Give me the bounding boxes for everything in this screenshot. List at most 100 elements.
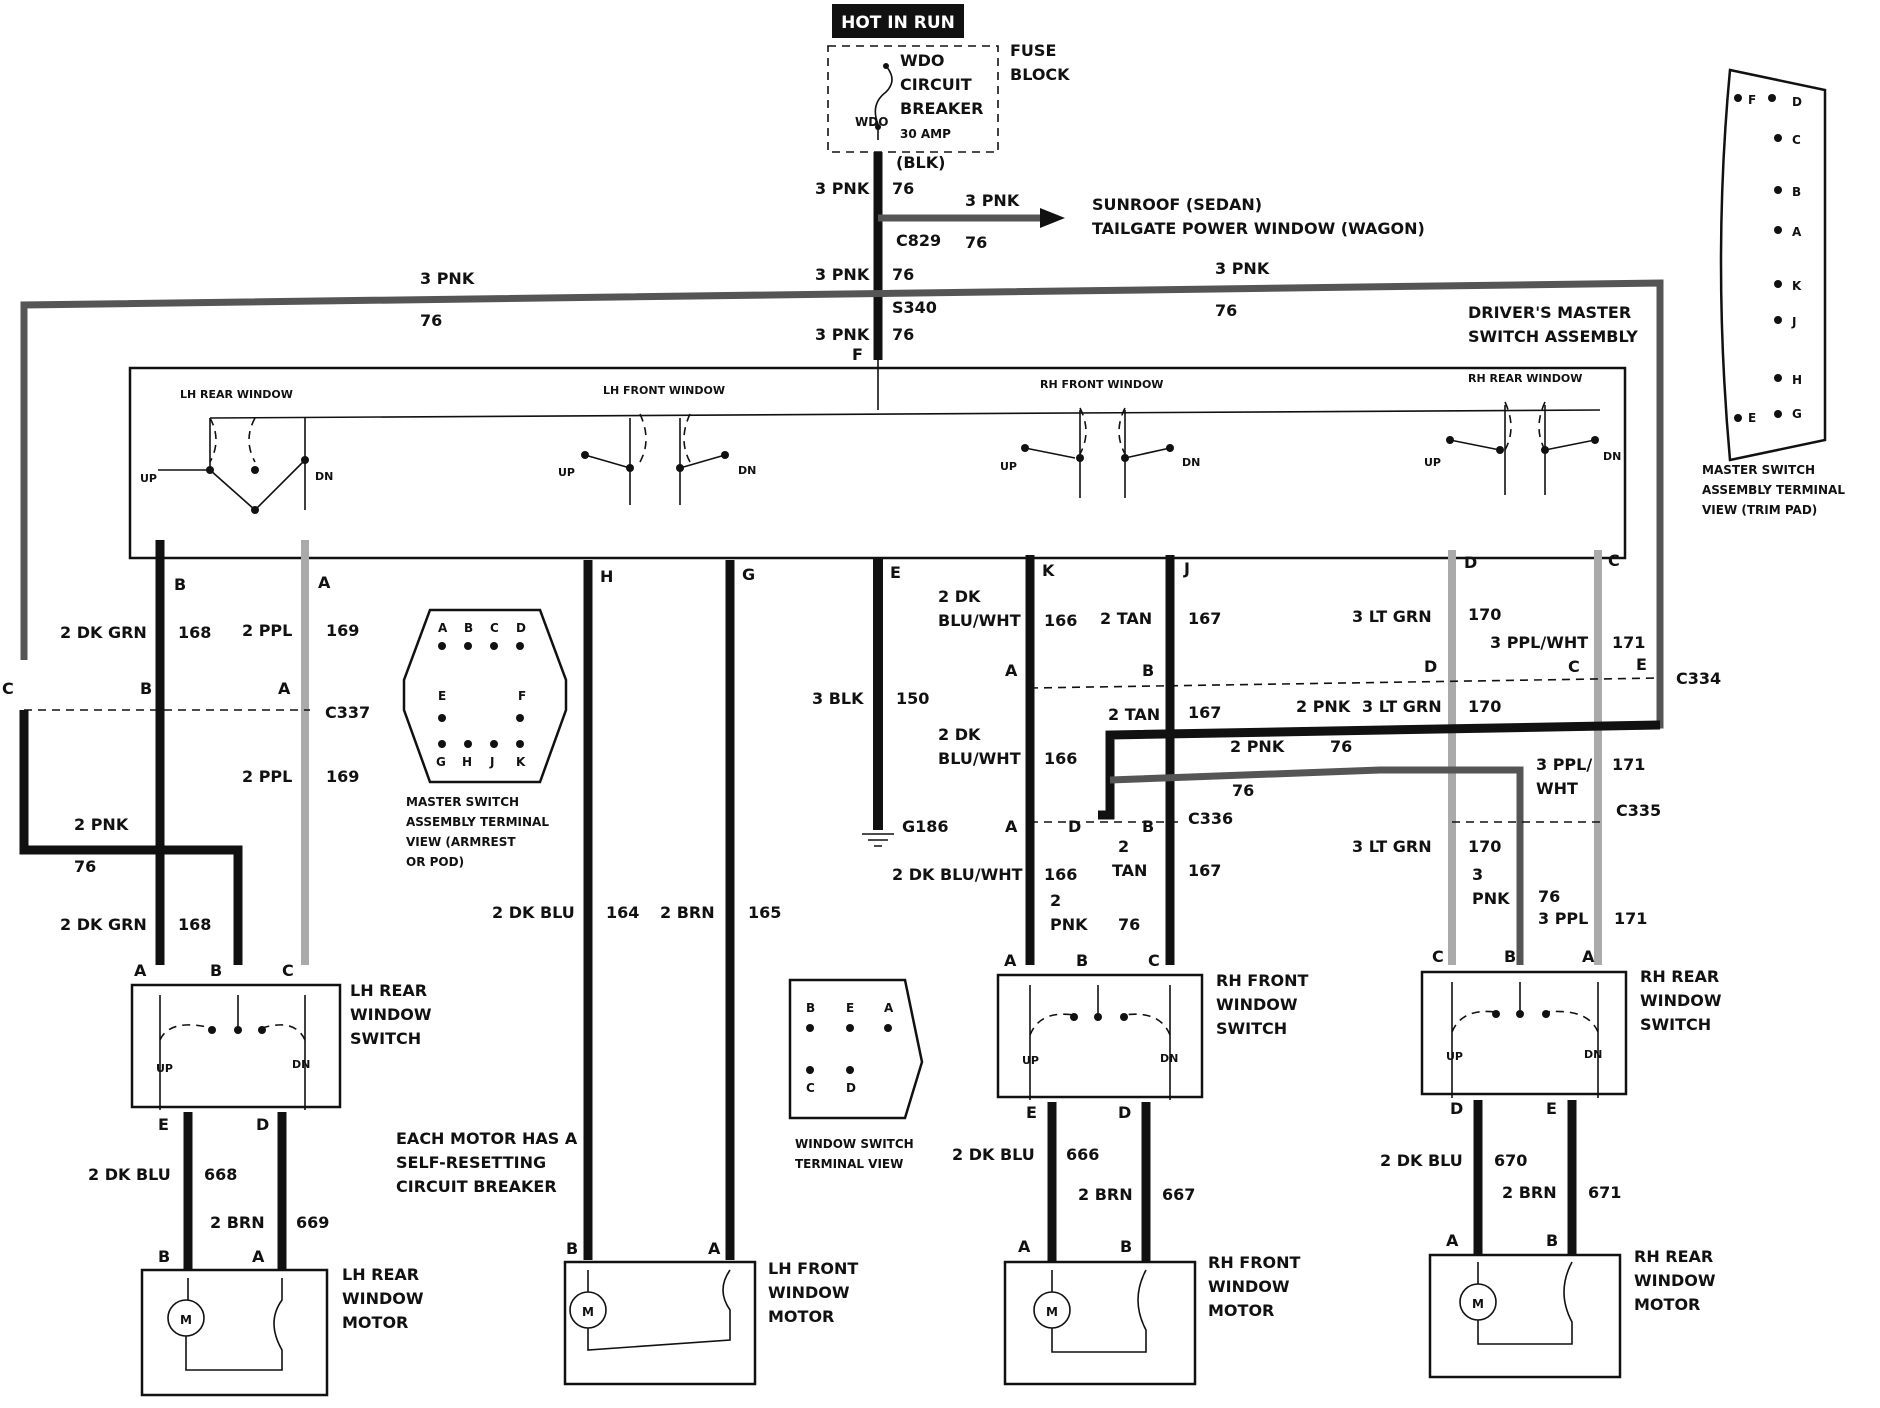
svg-text:WINDOW: WINDOW xyxy=(768,1283,850,1302)
pin-label: B xyxy=(174,575,186,594)
svg-text:B: B xyxy=(566,1239,578,1258)
svg-text:PNK: PNK xyxy=(1050,915,1088,934)
wire-label: 76 xyxy=(1118,915,1140,934)
master-switch-contacts: UP DN UP DN UP DN UP DN xyxy=(140,401,1621,514)
svg-text:A: A xyxy=(438,621,448,635)
wire-label: 666 xyxy=(1066,1145,1099,1164)
rh-front-window-switch: A B C UP DN RH FRONT WINDOW SWITCH xyxy=(996,951,1309,1100)
pin-label: H xyxy=(600,567,613,586)
rh-front-window-motor: A B M RH FRONT WINDOW MOTOR xyxy=(1003,1237,1301,1386)
wire-label: 2 BRN xyxy=(660,903,715,922)
svg-text:UP: UP xyxy=(1022,1054,1039,1067)
wire-label: 169 xyxy=(326,767,359,786)
motor-m-icon: M xyxy=(1046,1305,1058,1319)
pnk3-split-label: 3 PNK xyxy=(1472,865,1510,908)
wire-label: 171 xyxy=(1614,909,1647,928)
svg-text:DN: DN xyxy=(1584,1048,1602,1061)
pin-label: D xyxy=(256,1115,269,1134)
top-bus-wire-76 xyxy=(20,279,1664,729)
svg-text:RH REAR: RH REAR xyxy=(1640,967,1719,986)
svg-text:C: C xyxy=(282,961,294,980)
svg-text:2 DK: 2 DK xyxy=(938,587,981,606)
svg-text:BLU/WHT: BLU/WHT xyxy=(938,749,1021,768)
wire-label: 2 PPL xyxy=(242,767,292,786)
svg-text:3: 3 xyxy=(1472,865,1483,884)
svg-text:SWITCH: SWITCH xyxy=(350,1029,421,1048)
svg-text:LH REAR: LH REAR xyxy=(350,981,427,1000)
wire-166-label-top: 2 DK BLU/WHT xyxy=(938,587,1021,630)
wire-label: 3 PNK xyxy=(965,191,1020,210)
lh-rear-pnk-wire xyxy=(19,710,243,965)
wdo-breaker-symbol xyxy=(874,65,893,140)
ground-g186: G186 xyxy=(902,817,949,836)
wire-label: 2 DK GRN xyxy=(60,623,147,642)
svg-text:E: E xyxy=(846,1001,854,1015)
svg-text:C: C xyxy=(1792,133,1801,147)
svg-text:A: A xyxy=(252,1247,265,1266)
pin-label: F xyxy=(852,345,863,364)
pin-label: D xyxy=(1464,553,1477,572)
svg-text:MOTOR: MOTOR xyxy=(1208,1301,1274,1320)
wire-label: 166 xyxy=(1044,865,1077,884)
pin-label: K xyxy=(1042,561,1055,580)
svg-text:RH FRONT: RH FRONT xyxy=(1216,971,1309,990)
wire-label: 76 xyxy=(1538,887,1560,906)
pin-label: B xyxy=(1142,817,1154,836)
svg-text:FUSE: FUSE xyxy=(1010,41,1056,60)
master-switch-title: DRIVER'S MASTER SWITCH ASSEMBLY xyxy=(1468,303,1638,346)
pin-label: E xyxy=(1546,1099,1557,1118)
wire-label: 667 xyxy=(1162,1185,1195,1204)
armrest-terminal-view: A B C D E F G H J K MASTER SWITCH ASSEMB… xyxy=(402,608,568,869)
svg-text:BLOCK: BLOCK xyxy=(1010,65,1070,84)
svg-text:CIRCUIT BREAKER: CIRCUIT BREAKER xyxy=(396,1177,557,1196)
svg-text:WINDOW: WINDOW xyxy=(1216,995,1298,1014)
svg-text:B: B xyxy=(806,1001,815,1015)
wire-label: 2 DK BLU xyxy=(492,903,575,922)
svg-text:MASTER SWITCH: MASTER SWITCH xyxy=(1702,463,1815,477)
lh-rear-window-switch: A B C UP DN LH REAR WINDOW SWITCH xyxy=(130,961,432,1110)
svg-text:H: H xyxy=(1792,373,1802,387)
wire-label: 165 xyxy=(748,903,781,922)
svg-text:F: F xyxy=(518,689,526,703)
wire-label: 3 PNK xyxy=(1215,259,1270,278)
breaker-label: WDO CIRCUIT BREAKER 30 AMP xyxy=(900,51,983,141)
wire-label: 76 xyxy=(965,233,987,252)
wire-label: 3 BLK xyxy=(812,689,864,708)
pin-label: A xyxy=(278,679,291,698)
svg-text:WINDOW: WINDOW xyxy=(350,1005,432,1024)
wire-label: 2 DK BLU xyxy=(952,1145,1035,1164)
pin-label: G xyxy=(742,565,755,584)
svg-text:B: B xyxy=(1792,185,1801,199)
svg-text:D: D xyxy=(516,621,526,635)
svg-text:K: K xyxy=(516,755,526,769)
svg-text:RH REAR WINDOW: RH REAR WINDOW xyxy=(1468,372,1582,385)
svg-text:3 PPL/: 3 PPL/ xyxy=(1536,755,1592,774)
svg-text:H: H xyxy=(462,755,472,769)
svg-text:BLU/WHT: BLU/WHT xyxy=(938,611,1021,630)
svg-text:WINDOW: WINDOW xyxy=(1640,991,1722,1010)
svg-text:UP: UP xyxy=(1446,1050,1463,1063)
pin-label: E xyxy=(158,1115,169,1134)
connector-c336: C336 xyxy=(1188,809,1233,828)
svg-text:DN: DN xyxy=(1182,456,1200,469)
svg-text:LH REAR: LH REAR xyxy=(342,1265,419,1284)
svg-text:MASTER SWITCH: MASTER SWITCH xyxy=(406,795,519,809)
pin-label: A xyxy=(1005,661,1018,680)
wire-label: 2 TAN xyxy=(1108,705,1160,724)
wire-171-label-mid: 3 PPL/ WHT xyxy=(1536,755,1592,798)
svg-text:ASSEMBLY TERMINAL: ASSEMBLY TERMINAL xyxy=(406,815,549,829)
connector-c335: C335 xyxy=(1616,801,1661,820)
wire-label: 2 BRN xyxy=(1502,1183,1557,1202)
wire-label: 166 xyxy=(1044,611,1077,630)
svg-text:DN: DN xyxy=(1160,1052,1178,1065)
svg-text:A: A xyxy=(1792,225,1802,239)
wire-label: 3 LT GRN xyxy=(1362,697,1442,716)
svg-text:LH FRONT WINDOW: LH FRONT WINDOW xyxy=(603,384,725,397)
svg-text:2: 2 xyxy=(1118,837,1129,856)
wire-label: 150 xyxy=(896,689,929,708)
circuit-breaker-note: EACH MOTOR HAS A SELF-RESETTING CIRCUIT … xyxy=(396,1129,578,1196)
svg-text:UP: UP xyxy=(140,472,157,485)
pin-label: D xyxy=(1118,1103,1131,1122)
trim-pad-terminal-view: F D C B A K J H E G MASTER SWITCH ASSEMB… xyxy=(1702,68,1845,517)
svg-text:30 AMP: 30 AMP xyxy=(900,127,951,141)
